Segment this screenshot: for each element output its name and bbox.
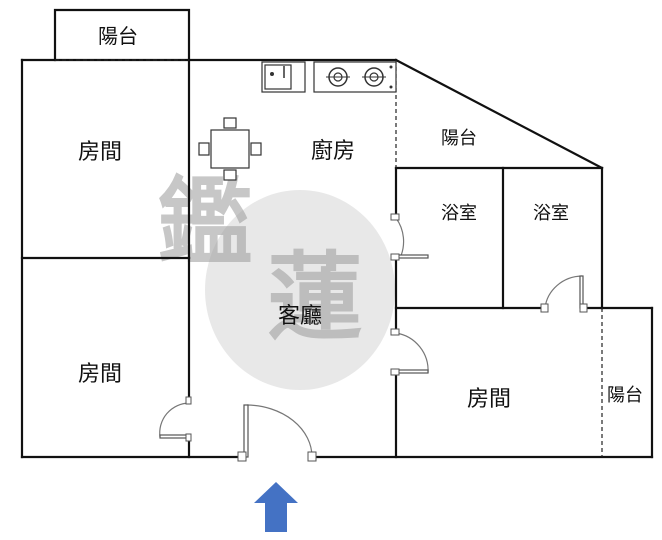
watermark-ink-circle	[205, 190, 395, 390]
room-kitchen: 廚房	[311, 139, 355, 164]
room-bedroom-bottom-left: 房間	[78, 362, 122, 387]
room-balcony-right-upper: 陽台	[441, 128, 477, 149]
entrance-arrow-icon	[254, 482, 298, 532]
doors	[159, 213, 588, 462]
walls	[20, 8, 654, 459]
door-bathroom-1	[390, 213, 429, 261]
room-bathroom-2: 浴室	[533, 203, 569, 224]
room-balcony-right-lower: 陽台	[607, 385, 643, 406]
watermark-char-1: 鑑	[157, 167, 252, 278]
stove-icon	[313, 61, 397, 93]
dining-table-icon	[198, 117, 262, 181]
watermark: 鑑 蓮	[157, 167, 395, 390]
door-bedroom-bottom-right	[390, 328, 429, 376]
room-labels: 陽台 房間 廚房 陽台 浴室 浴室 客廳 房間 房間 陽台	[78, 24, 643, 412]
door-entrance	[237, 404, 317, 462]
room-bedroom-bottom-right: 房間	[467, 387, 511, 412]
room-bathroom-1: 浴室	[441, 203, 477, 224]
room-living-room: 客廳	[278, 304, 322, 329]
room-bedroom-top-left: 房間	[78, 140, 122, 165]
room-balcony-top: 陽台	[98, 24, 138, 48]
door-bathroom-2	[540, 275, 588, 313]
sink-icon	[261, 61, 306, 93]
watermark-char-2: 蓮	[267, 242, 362, 353]
door-bedroom-bottom-left	[159, 396, 192, 442]
